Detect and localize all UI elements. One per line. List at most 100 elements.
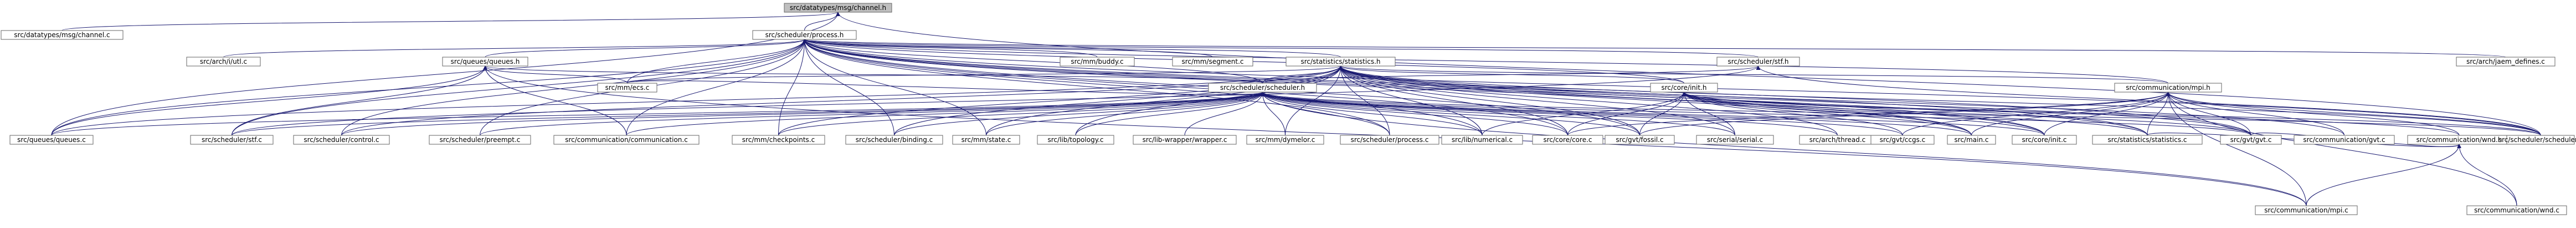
node-label: src/core/init.c: [2022, 136, 2067, 144]
edge-core-core-c-to-scheduler-scheduler-h: [1263, 92, 1568, 136]
edge-gvt-ccgs-c-to-communication-mpi-h: [1902, 92, 2168, 136]
node-label: src/scheduler/stf.h: [1727, 58, 1788, 65]
node-box: [2466, 205, 2567, 215]
node-arch-thread-c[interactable]: src/arch/thread.c: [1799, 135, 1876, 145]
node-label: src/serial/serial.c: [1707, 136, 1763, 144]
node-label: src/gvt/ccgs.c: [1880, 136, 1926, 144]
node-label: src/mm/checkpoints.c: [742, 136, 815, 144]
node-label: src/communication/wnd.c: [2474, 206, 2559, 214]
node-gvt-ccgs-c[interactable]: src/gvt/ccgs.c: [1870, 135, 1935, 145]
node-scheduler-stf-h[interactable]: src/scheduler/stf.h: [1716, 57, 1800, 67]
node-arch-i-utl-c[interactable]: src/arch/i/utl.c: [186, 57, 261, 67]
edge-gvt-gvt-c-to-statistics-statistics-h: [1341, 66, 2251, 136]
node-scheduler-binding-c[interactable]: src/scheduler/binding.c: [845, 135, 943, 145]
edge-scheduler-scheduler-c-to-core-init-h: [1684, 92, 2541, 136]
edge-main-c-to-communication-mpi-h: [1971, 92, 2168, 136]
edge-arch-thread-c-to-statistics-statistics-h: [1341, 66, 1838, 136]
edge-communication-gvt-c-to-communication-mpi-h: [2168, 92, 2344, 136]
node-scheduler-preempt-c[interactable]: src/scheduler/preempt.c: [429, 135, 531, 145]
node-label: src/arch/i/utl.c: [200, 58, 247, 65]
node-box: [1208, 83, 1317, 93]
edge-lib-topology-c-to-statistics-statistics-h: [1075, 66, 1341, 136]
node-datatypes-msg-channel-h[interactable]: src/datatypes/msg/channel.h: [784, 3, 892, 13]
node-queues-queues-h[interactable]: src/queues/queues.h: [442, 57, 528, 67]
node-core-init-h[interactable]: src/core/init.h: [1650, 83, 1718, 93]
node-label: src/datatypes/msg/channel.h: [790, 4, 886, 12]
node-box: [752, 30, 857, 40]
edge-scheduler-scheduler-c-to-datatypes-msg-channel-h: [838, 12, 2541, 136]
node-communication-wnd-c[interactable]: src/communication/wnd.c: [2466, 205, 2567, 215]
node-scheduler-control-c[interactable]: src/scheduler/control.c: [293, 135, 390, 145]
edge-main-c-to-statistics-statistics-h: [1341, 66, 1972, 136]
edge-scheduler-stf-h-to-scheduler-process-h: [805, 39, 1759, 58]
node-label: src/lib/topology.c: [1048, 136, 1104, 144]
edge-datatypes-msg-channel-c-to-datatypes-msg-channel-h: [61, 12, 838, 31]
edge-mm-state-c-to-statistics-statistics-h: [986, 66, 1341, 136]
node-label: src/scheduler/stf.c: [202, 136, 262, 144]
node-datatypes-msg-channel-c[interactable]: src/datatypes/msg/channel.c: [1, 30, 124, 40]
node-serial-serial-c[interactable]: src/serial/serial.c: [1696, 135, 1774, 145]
node-box: [2220, 135, 2282, 145]
edge-scheduler-stf-c-to-scheduler-scheduler-h: [232, 92, 1263, 136]
node-lib-topology-c[interactable]: src/lib/topology.c: [1037, 135, 1114, 145]
node-communication-gvt-c[interactable]: src/communication/gvt.c: [2294, 135, 2395, 145]
node-label: src/lib-wrapper/wrapper.c: [1143, 136, 1227, 144]
node-box: [1441, 135, 1523, 145]
node-box: [1172, 57, 1253, 67]
edge-lib-numerical-c-to-statistics-statistics-h: [1341, 66, 1483, 136]
node-box: [1870, 135, 1935, 145]
node-statistics-statistics-h[interactable]: src/statistics/statistics.h: [1286, 57, 1396, 67]
edge-scheduler-control-c-to-scheduler-scheduler-h: [341, 92, 1263, 136]
node-mm-buddy-c[interactable]: src/mm/buddy.c: [1060, 57, 1135, 67]
node-gvt-gvt-c[interactable]: src/gvt/gvt.c: [2220, 135, 2282, 145]
node-label: src/communication/mpi.c: [2264, 206, 2348, 214]
node-queues-queues-c[interactable]: src/queues/queues.c: [9, 135, 94, 145]
edge-mm-segment-c-to-scheduler-process-h: [805, 39, 1213, 58]
edge-scheduler-control-c-to-scheduler-process-h: [341, 39, 805, 136]
edge-arch-thread-c-to-scheduler-scheduler-h: [1263, 92, 1838, 136]
node-label: src/scheduler/process.c: [1351, 136, 1429, 144]
node-communication-mpi-c[interactable]: src/communication/mpi.c: [2255, 205, 2358, 215]
node-core-core-c[interactable]: src/core/core.c: [1532, 135, 1603, 145]
node-scheduler-scheduler-c[interactable]: src/scheduler/scheduler.c: [2498, 135, 2576, 145]
node-mm-segment-c[interactable]: src/mm/segment.c: [1172, 57, 1253, 67]
node-communication-mpi-h[interactable]: src/communication/mpi.h: [2114, 83, 2222, 93]
edge-scheduler-scheduler-c-to-communication-mpi-h: [2168, 92, 2541, 136]
edge-queues-queues-c-to-queues-queues-h: [51, 66, 485, 136]
node-statistics-statistics-c[interactable]: src/statistics/statistics.c: [2092, 135, 2203, 145]
node-scheduler-scheduler-h[interactable]: src/scheduler/scheduler.h: [1208, 83, 1317, 93]
node-arch-jaem-defines-c[interactable]: src/arch/jaem_defines.c: [2456, 57, 2556, 67]
edge-statistics-statistics-c-to-core-init-h: [1684, 92, 2148, 136]
node-scheduler-process-h[interactable]: src/scheduler/process.h: [752, 30, 857, 40]
edge-queues-queues-c-to-scheduler-process-h: [51, 39, 805, 136]
node-mm-ecs-c[interactable]: src/mm/ecs.c: [597, 83, 657, 93]
edge-gvt-gvt-c-to-scheduler-scheduler-h: [1263, 92, 2251, 136]
node-mm-state-c[interactable]: src/mm/state.c: [952, 135, 1020, 145]
node-communication-wnd-h[interactable]: src/communication/wnd.h: [2407, 135, 2511, 145]
edge-communication-mpi-c-to-communication-mpi-h: [2168, 92, 2307, 206]
node-box: [1037, 135, 1114, 145]
node-main-c[interactable]: src/main.c: [1947, 135, 1996, 145]
node-scheduler-process-c[interactable]: src/scheduler/process.c: [1340, 135, 1439, 145]
node-lib-wrapper-wrapper-c[interactable]: src/lib-wrapper/wrapper.c: [1133, 135, 1237, 145]
node-label: src/scheduler/binding.c: [856, 136, 933, 144]
node-box: [1650, 83, 1718, 93]
node-communication-communication-c[interactable]: src/communication/communication.c: [553, 135, 700, 145]
node-mm-checkpoints-c[interactable]: src/mm/checkpoints.c: [732, 135, 825, 145]
edge-communication-mpi-c-to-communication-wnd-h: [2306, 144, 2459, 206]
node-box: [845, 135, 943, 145]
edge-queues-queues-h-to-scheduler-process-h: [485, 39, 805, 58]
node-core-init-c[interactable]: src/core/init.c: [2012, 135, 2077, 145]
edge-scheduler-scheduler-c-to-scheduler-stf-h: [1759, 66, 2541, 136]
node-box: [442, 57, 528, 67]
node-scheduler-stf-c[interactable]: src/scheduler/stf.c: [190, 135, 274, 145]
edge-gvt-ccgs-c-to-core-init-h: [1684, 92, 1903, 136]
edge-scheduler-binding-c-to-scheduler-scheduler-h: [894, 92, 1263, 136]
node-gvt-fossil-c[interactable]: src/gvt/fossil.c: [1605, 135, 1675, 145]
edge-mm-checkpoints-c-to-statistics-statistics-h: [778, 66, 1341, 136]
node-box: [597, 83, 657, 93]
node-mm-dymelor-c[interactable]: src/mm/dymelor.c: [1246, 135, 1324, 145]
edge-gvt-fossil-c-to-communication-mpi-h: [1639, 92, 2168, 136]
node-lib-numerical-c[interactable]: src/lib/numerical.c: [1441, 135, 1523, 145]
